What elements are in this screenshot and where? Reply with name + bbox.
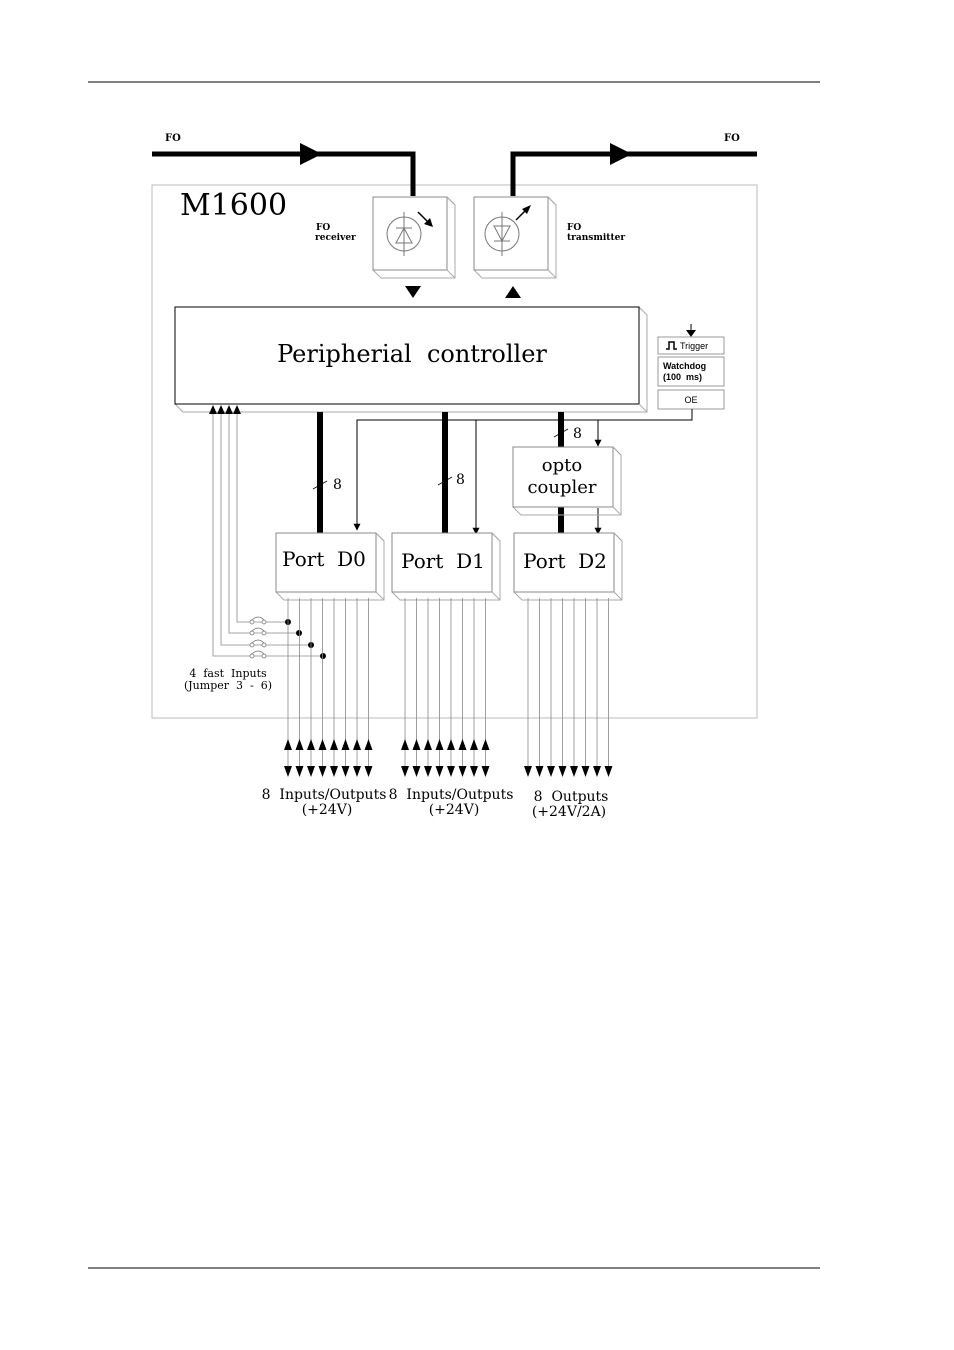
io-arrow-up xyxy=(295,739,304,750)
io-arrow-up xyxy=(401,739,409,750)
io-arrow-down xyxy=(604,766,613,777)
fast-input-arrows xyxy=(209,405,241,414)
port-d0-label: Port D0 xyxy=(282,547,366,571)
io-arrow-down xyxy=(581,766,590,777)
watchdog-label-1: Watchdog xyxy=(663,361,706,371)
io-arrow-up xyxy=(330,739,338,750)
fast-input-lines xyxy=(212,410,323,657)
controller-label: Peripherial controller xyxy=(277,340,547,368)
io-arrow-down xyxy=(435,766,444,777)
opto-coupler-block xyxy=(512,446,622,516)
receiver-label-2: receiver xyxy=(315,233,356,243)
port-d1-block xyxy=(391,532,501,601)
io-arrow-up xyxy=(470,739,478,750)
io-arrow-up xyxy=(412,739,421,750)
port-d1-io-lines xyxy=(401,598,490,777)
io-arrow-up xyxy=(318,739,327,750)
trigger-label: Trigger xyxy=(680,341,708,351)
fo-input-line xyxy=(152,143,416,196)
io-d0-label-1: 8 Inputs/Outputs xyxy=(262,787,387,803)
opto-label-2: coupler xyxy=(527,477,596,498)
io-d2-label-2: (+24V/2A) xyxy=(532,804,606,820)
io-arrow-up xyxy=(307,739,315,750)
module-outline xyxy=(151,184,758,719)
bus-opto-width: 8 xyxy=(573,426,582,442)
jumper-arcs xyxy=(251,616,265,655)
io-arrow-up xyxy=(284,739,292,750)
io-arrow-up xyxy=(458,739,467,750)
module-title: M1600 xyxy=(180,188,287,223)
port-d1-label: Port D1 xyxy=(401,549,485,573)
io-arrow-down xyxy=(558,766,567,777)
fast-inputs-label-2: (Jumper 3 - 6) xyxy=(184,679,272,692)
receiver-to-controller-arrow xyxy=(405,286,421,298)
io-arrow-up xyxy=(481,739,490,750)
io-d0-label-2: (+24V) xyxy=(302,802,353,818)
port-d2-output-lines xyxy=(524,598,613,777)
peripheral-controller-block xyxy=(174,306,648,413)
transmitter-label-2: transmitter xyxy=(567,233,625,243)
watchdog-label-2: (100 ms) xyxy=(663,372,702,382)
io-d2-label-1: 8 Outputs xyxy=(534,789,609,805)
io-arrow-up xyxy=(447,739,455,750)
io-arrow-down xyxy=(424,766,432,777)
oe-label: OE xyxy=(684,395,697,405)
io-arrow-down xyxy=(295,766,304,777)
jumper-dots xyxy=(285,619,326,659)
io-arrow-down xyxy=(353,766,361,777)
fo-transmitter-block xyxy=(473,196,557,279)
trigger-input-arrow xyxy=(686,330,696,337)
io-arrow-up xyxy=(341,739,350,750)
io-arrow-down xyxy=(570,766,578,777)
io-arrow-up xyxy=(353,739,361,750)
receiver-label-1: FO xyxy=(316,223,330,233)
io-arrow-down xyxy=(535,766,544,777)
controller-to-transmitter-arrow xyxy=(505,286,521,298)
io-arrow-down xyxy=(318,766,327,777)
oe-enable-line xyxy=(353,409,693,531)
bus-d0-tick xyxy=(312,480,328,490)
io-arrow-down xyxy=(593,766,601,777)
io-arrow-down xyxy=(284,766,292,777)
io-arrow-down xyxy=(341,766,350,777)
fo-in-label: FO xyxy=(165,133,181,144)
pulse-icon xyxy=(666,341,677,350)
io-arrow-down xyxy=(481,766,490,777)
io-arrow-down xyxy=(547,766,555,777)
watchdog-box xyxy=(657,356,725,387)
opto-label-1: opto xyxy=(542,455,582,476)
bus-d0-width: 8 xyxy=(333,477,342,493)
fo-output-line xyxy=(510,143,757,196)
fast-inputs-label-1: 4 fast Inputs xyxy=(189,667,267,680)
oe-box xyxy=(657,389,725,410)
io-arrow-up xyxy=(424,739,432,750)
io-d1-label-1: 8 Inputs/Outputs xyxy=(389,787,514,803)
io-arrow-down xyxy=(307,766,315,777)
io-arrow-down xyxy=(401,766,409,777)
io-arrow-down xyxy=(524,766,532,777)
port-d0-io-lines xyxy=(284,598,373,777)
port-d2-label: Port D2 xyxy=(523,549,607,573)
io-arrow-down xyxy=(458,766,467,777)
io-arrow-down xyxy=(364,766,373,777)
io-arrow-down xyxy=(470,766,478,777)
fo-out-label: FO xyxy=(724,133,740,144)
io-arrow-down xyxy=(412,766,421,777)
io-arrow-up xyxy=(364,739,373,750)
bus-d1-width: 8 xyxy=(456,472,465,488)
port-d2-block xyxy=(513,532,623,601)
bus-opto-tick xyxy=(553,428,569,438)
fo-receiver-block xyxy=(372,196,456,279)
port-d0-block xyxy=(275,532,385,601)
io-d1-label-2: (+24V) xyxy=(429,802,480,818)
io-arrow-down xyxy=(447,766,455,777)
jumper-contacts xyxy=(249,619,267,659)
io-arrow-down xyxy=(330,766,338,777)
transmitter-label-1: FO xyxy=(567,223,581,233)
bus-d1-tick xyxy=(437,476,453,486)
io-arrow-up xyxy=(435,739,444,750)
